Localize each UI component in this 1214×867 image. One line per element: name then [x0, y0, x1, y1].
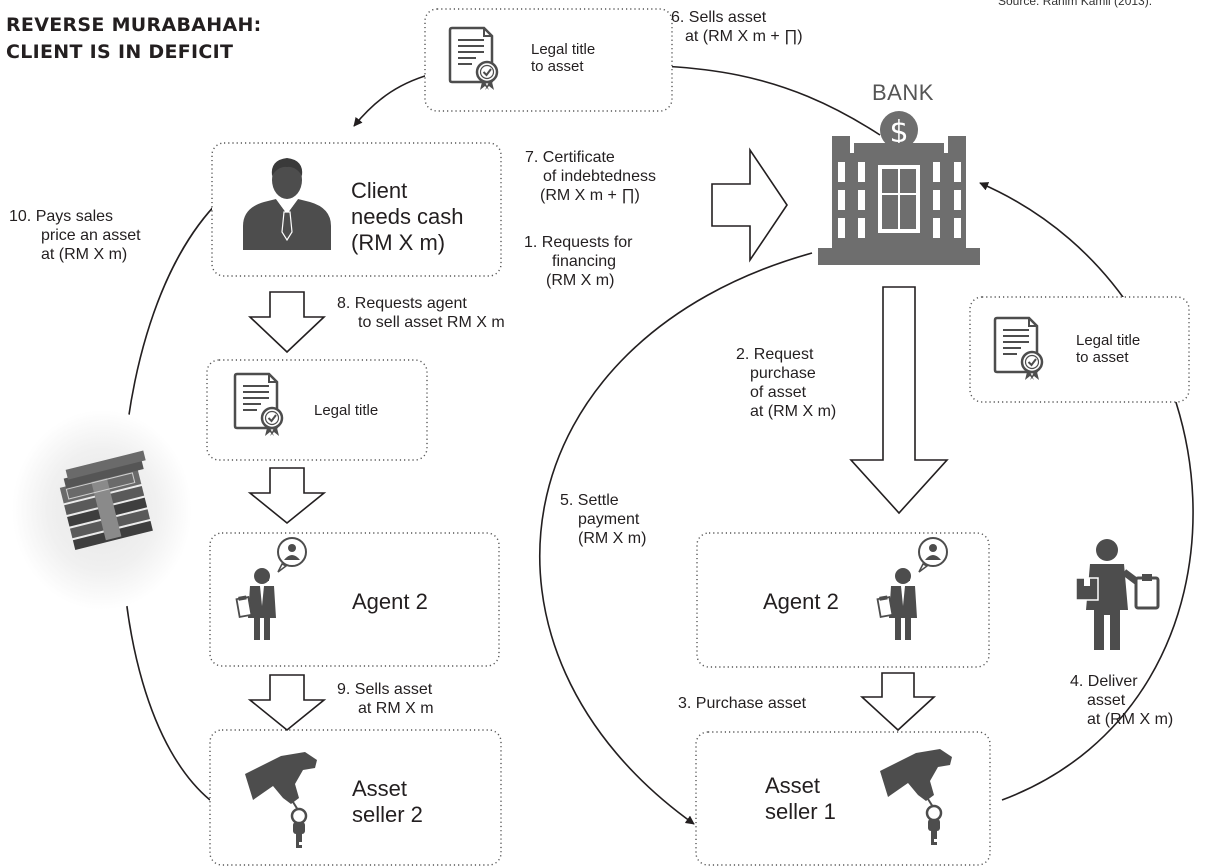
legal-title-right-line-2: to asset — [1076, 349, 1129, 366]
step-10-label: 10. Pays sales price an asset at (RM X m… — [9, 207, 141, 264]
delivery-man-icon — [1075, 539, 1160, 650]
step-5-line-2: payment — [578, 511, 640, 528]
step-6-line-2: at (RM X m + ∏) — [685, 28, 803, 45]
seller-left-label: Asset seller 2 — [352, 776, 423, 828]
step-2-line-3: of asset — [750, 384, 807, 401]
step-8-line-1: 8. Requests agent — [337, 295, 467, 312]
money-stack-icon — [12, 410, 192, 610]
step-7-line-2: of indebtedness — [543, 168, 656, 185]
step-6-line-1: 6. Sells asset — [671, 9, 767, 26]
step-9-line-1: 9. Sells asset — [337, 681, 433, 698]
certificate-icon — [448, 26, 499, 92]
client-line-1: Client — [351, 178, 408, 203]
certificate-icon — [233, 372, 284, 438]
step-10-line-2: price an asset — [41, 227, 141, 244]
block-arrow-2-down — [849, 286, 949, 515]
block-arrow-7-to-bank — [711, 147, 788, 263]
title-line-2: CLIENT IS IN DEFICIT — [6, 41, 234, 63]
step-10-line-3: at (RM X m) — [41, 246, 128, 263]
legal-title-top-line-2: to asset — [531, 58, 584, 75]
block-arrow-8-down — [247, 291, 327, 354]
step-6-label: 6. Sells asset at (RM X m + ∏) — [671, 8, 803, 46]
step-2-label: 2. Request purchase of asset at (RM X m) — [736, 345, 836, 421]
client-line-3: (RM X m) — [351, 230, 446, 255]
block-arrow-3-down — [859, 672, 937, 732]
svg-text:$: $ — [889, 115, 908, 150]
block-arrow-9-down — [247, 674, 327, 732]
box-agent-right — [696, 532, 990, 668]
seller-left-line-2: seller 2 — [352, 802, 423, 827]
step-7-line-3: (RM X m + ∏) — [540, 187, 640, 204]
legal-title-mid-label: Legal title — [314, 402, 379, 419]
client-line-2: needs cash — [351, 204, 464, 229]
step-4-label: 4. Deliver asset at (RM X m) — [1070, 672, 1173, 729]
step-4-line-1: 4. Deliver — [1070, 673, 1138, 690]
step-2-line-1: 2. Request — [736, 346, 814, 363]
seller-right-line-1: Asset — [765, 773, 821, 798]
diagram-title: REVERSE MURABAHAH: CLIENT IS IN DEFICIT — [6, 12, 336, 66]
step-4-line-2: asset — [1087, 692, 1126, 709]
step-7-label: 7. Certificate of indebtedness (RM X m +… — [525, 148, 656, 205]
bank-icon: $ — [818, 111, 980, 265]
step-8-line-2: to sell asset RM X m — [358, 314, 505, 331]
step-7-line-1: 7. Certificate — [525, 149, 615, 166]
box-seller-right — [695, 731, 991, 866]
step-1-label: 1. Requests for financing (RM X m) — [524, 233, 633, 290]
step-1-line-2: financing — [552, 253, 617, 270]
client-label: Client needs cash (RM X m) — [351, 178, 464, 256]
agent-left-label: Agent 2 — [352, 589, 428, 614]
seller-right-label: Asset seller 1 — [765, 773, 836, 825]
step-8-label: 8. Requests agent to sell asset RM X m — [337, 294, 505, 332]
seller-right-line-2: seller 1 — [765, 799, 836, 824]
legal-title-right-line-1: Legal title — [1076, 332, 1141, 349]
legal-title-top-line-1: Legal title — [531, 41, 596, 58]
step-5-line-3: (RM X m) — [578, 530, 647, 547]
step-1-line-1: 1. Requests for — [524, 234, 633, 251]
source-note: Source: Rahim Kamil (2013). — [998, 0, 1153, 8]
block-arrow-legal-to-agent-down — [247, 467, 327, 525]
step-2-line-2: purchase — [750, 365, 816, 382]
step-9-line-2: at RM X m — [358, 700, 434, 717]
legal-title-top-label: Legal title to asset — [531, 41, 595, 75]
businessman-icon — [243, 158, 331, 250]
arrow-curve-5-settle — [538, 252, 813, 825]
certificate-icon — [993, 316, 1044, 382]
bank-label: BANK — [872, 80, 934, 105]
step-3-label: 3. Purchase asset — [678, 695, 807, 712]
step-1-line-3: (RM X m) — [546, 272, 615, 289]
step-4-line-3: at (RM X m) — [1087, 711, 1174, 728]
step-5-label: 5. Settle payment (RM X m) — [560, 491, 646, 548]
legal-title-right-label: Legal title to asset — [1076, 332, 1140, 366]
agent-right-label: Agent 2 — [763, 589, 839, 614]
title-line-1: REVERSE MURABAHAH: — [6, 14, 262, 36]
step-2-line-4: at (RM X m) — [750, 403, 837, 420]
step-10-line-1: 10. Pays sales — [9, 208, 114, 225]
step-9-label: 9. Sells asset at RM X m — [337, 680, 434, 718]
seller-left-line-1: Asset — [352, 776, 408, 801]
step-5-line-1: 5. Settle — [560, 492, 619, 509]
arrow-curve-4-deliver — [979, 182, 1194, 801]
